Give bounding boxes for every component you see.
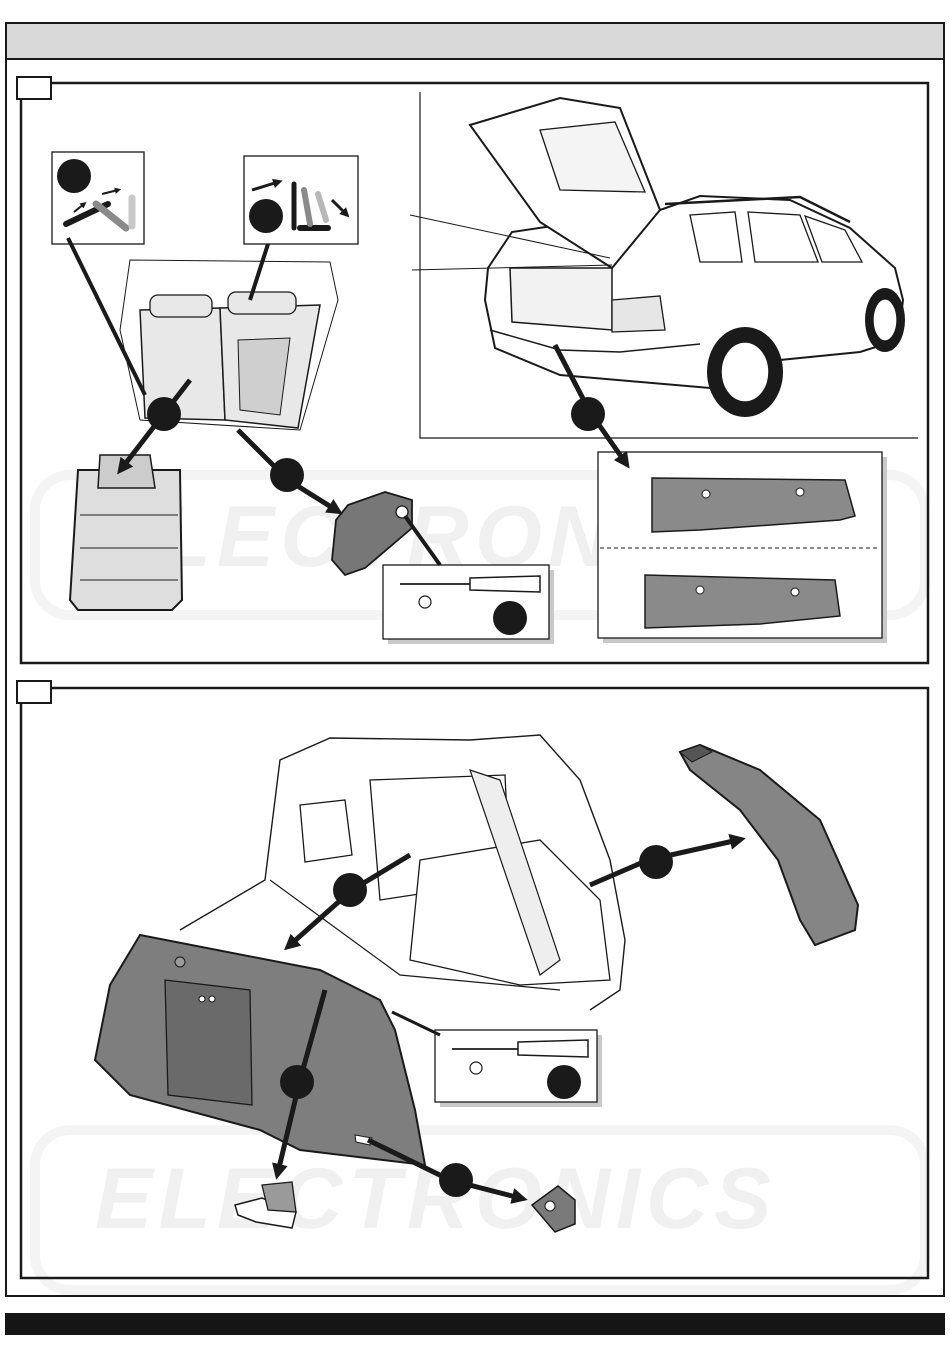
- step-marker-icon: [439, 1163, 473, 1197]
- panel-1: [17, 77, 928, 663]
- torx-star-icon: [419, 596, 431, 608]
- side-trim-panel: [95, 935, 425, 1165]
- lashing-eye-part: [532, 1186, 575, 1232]
- inset-tilt-step: [244, 156, 358, 244]
- torx-star-icon: [470, 1062, 482, 1074]
- clip-part: [235, 1182, 296, 1228]
- step-marker-icon: [280, 1065, 314, 1099]
- step-marker-icon: [493, 601, 527, 635]
- panel-2-tab: [17, 681, 51, 703]
- step-marker-icon: [571, 397, 605, 431]
- inset-fold-step: [52, 152, 144, 244]
- step-marker-icon: [249, 199, 283, 233]
- seat-back-removed: [70, 455, 182, 610]
- inset-trim-parts: [598, 452, 887, 643]
- step-marker-icon: [333, 873, 367, 907]
- panel-2: [17, 681, 928, 1278]
- step-marker-icon: [639, 845, 673, 879]
- step-marker-icon: [147, 397, 181, 431]
- seat-bracket: [332, 492, 412, 575]
- inset-screwdriver: [383, 565, 554, 644]
- panel-1-tab: [17, 77, 51, 99]
- car-illustration: [410, 92, 918, 438]
- step-marker-icon: [270, 458, 304, 492]
- step-marker-icon: [547, 1065, 581, 1099]
- step-marker-icon: [57, 159, 91, 193]
- inset-screwdriver-2: [435, 1030, 602, 1107]
- footer-bar: [5, 1313, 945, 1335]
